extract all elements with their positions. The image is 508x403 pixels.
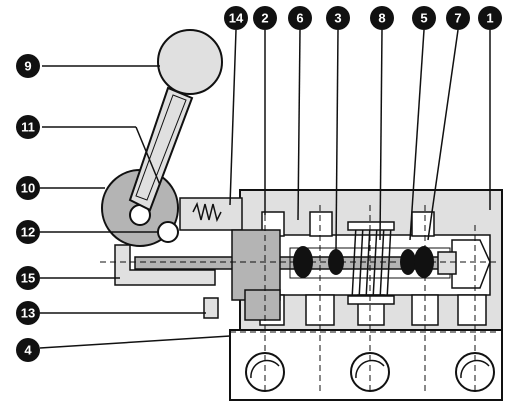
actuator-housing [179,197,281,321]
manifold-base [229,329,503,401]
callout-10-label: 10 [21,181,35,196]
callout-6: 6 [288,6,312,30]
lever-knob [157,29,223,95]
port-left [245,352,285,392]
callout-5: 5 [412,6,436,30]
callout-7: 7 [446,6,470,30]
callout-6-label: 6 [296,11,303,26]
leader-lines [39,29,491,349]
callout-14-label: 14 [229,11,244,26]
lever-hub [101,169,219,319]
callout-2: 2 [253,6,277,30]
callout-5-label: 5 [420,11,427,26]
callout-13: 13 [16,301,40,325]
callout-9-label: 9 [24,59,31,74]
callout-1-label: 1 [486,11,493,26]
callout-15-label: 15 [21,271,35,286]
callout-12-label: 12 [21,225,35,240]
callout-15: 15 [16,266,40,290]
centre-lines [100,205,500,395]
callout-11-label: 11 [21,120,35,135]
callout-3-label: 3 [334,11,341,26]
callout-3: 3 [326,6,350,30]
callout-12: 12 [16,220,40,244]
callout-10: 10 [16,176,40,200]
callout-4-label: 4 [24,343,32,358]
callout-7-label: 7 [454,11,461,26]
callout-11: 11 [16,115,40,139]
callout-14: 14 [224,6,248,30]
callout-8-label: 8 [378,11,385,26]
callout-8: 8 [370,6,394,30]
lever-arm [128,86,194,212]
callout-13-label: 13 [21,306,35,321]
callout-2-label: 2 [261,11,268,26]
callout-1: 1 [478,6,502,30]
callout-9: 9 [16,54,40,78]
port-right [455,352,495,392]
callout-4: 4 [16,338,40,362]
